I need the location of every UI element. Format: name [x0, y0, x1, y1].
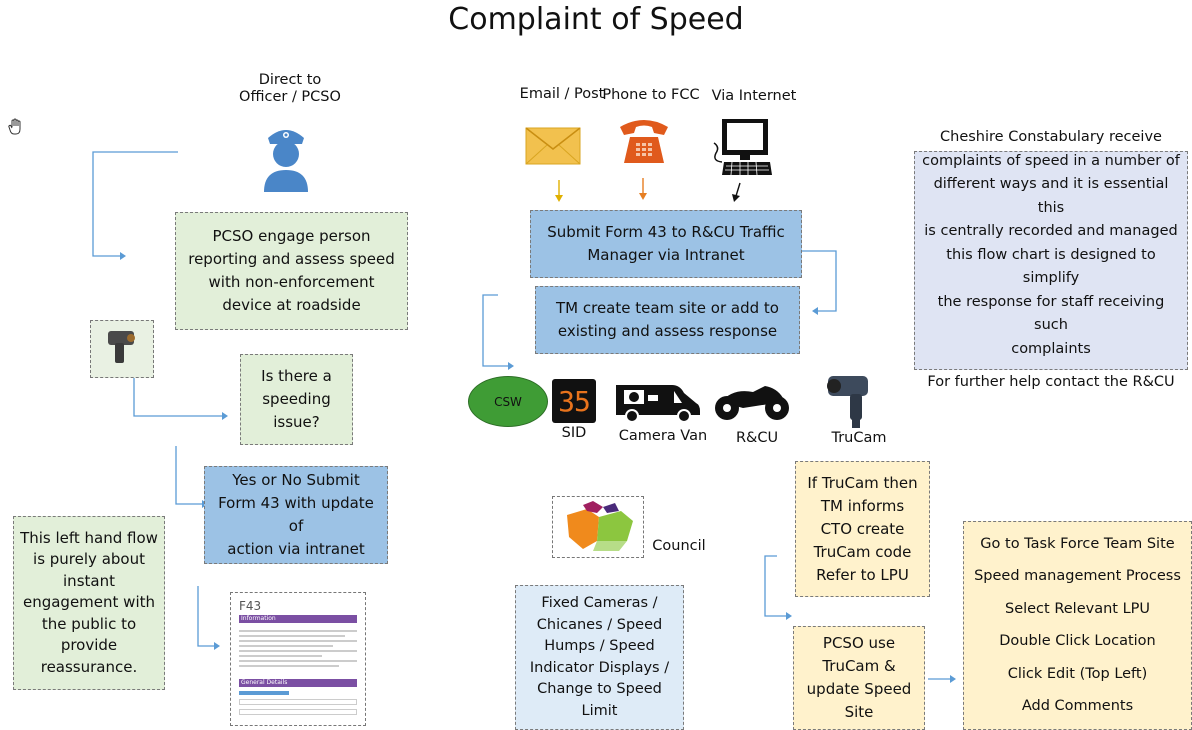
info-help-line: For further help contact the R&CU — [927, 374, 1175, 391]
info-line: this flow chart is designed to simplify — [946, 246, 1156, 287]
submit-form-43-box: Submit Form 43 to R&CU Traffic Manager v… — [530, 210, 802, 278]
direct-line-2: Officer / PCSO — [239, 89, 341, 106]
speeding-line: speeding — [262, 390, 331, 408]
trucam-process-box: If TruCam then TM informs CTO create Tru… — [795, 461, 930, 597]
trucam-line: TM informs — [820, 496, 905, 515]
form-field — [239, 699, 357, 705]
direct-channel-label: Direct to Officer / PCSO — [222, 72, 358, 107]
fixed-line: Limit — [581, 702, 618, 719]
council-label: Council — [652, 538, 706, 554]
info-line: complaints — [1011, 340, 1091, 357]
pcso-trucam-line: update Speed — [806, 680, 912, 698]
csw-ellipse: CSW — [468, 376, 548, 427]
note-line: reassurance. — [40, 657, 138, 676]
trucam-icon — [822, 370, 878, 434]
form-progress — [239, 691, 289, 695]
note-line: is purely about — [33, 550, 145, 569]
camera-van-icon — [614, 381, 702, 427]
telephone-icon — [616, 117, 672, 169]
speeding-issue-box: Is there a speeding issue? — [240, 354, 353, 445]
fixed-line: Fixed Cameras / — [541, 595, 658, 611]
pcso-line: with non-enforcement — [208, 273, 375, 291]
page-title: Complaint of Speed — [448, 2, 744, 37]
step-line: Go to Task Force Team Site — [980, 535, 1175, 552]
step-line: Double Click Location — [999, 633, 1156, 650]
speed-gun-image — [90, 320, 154, 378]
pcso-trucam-line: TruCam & — [822, 657, 896, 675]
pcso-line: PCSO engage person — [212, 227, 371, 245]
speeding-line: Is there a — [261, 367, 332, 385]
note-line: the public to — [41, 614, 137, 633]
phone-fcc-label: Phone to FCC — [602, 87, 700, 103]
pcso-trucam-line: Site — [844, 703, 874, 721]
trucam-line: Refer to LPU — [816, 565, 909, 584]
csw-label: CSW — [494, 394, 522, 409]
left-flow-note: This left hand flow is purely about inst… — [13, 516, 165, 690]
note-line: engagement with — [22, 593, 156, 612]
rcu-label: R&CU — [735, 430, 779, 446]
fixed-measures-box: Fixed Cameras / Chicanes / Speed Humps /… — [515, 585, 684, 730]
form-body — [239, 627, 357, 670]
task-force-steps-box: Go to Task Force Team Site Speed managem… — [963, 521, 1192, 730]
police-officer-icon — [262, 124, 310, 196]
tm-create-site-box: TM create team site or add to existing a… — [535, 286, 800, 354]
council-map-image — [552, 496, 644, 558]
form-section-bar: General Details — [239, 679, 357, 687]
via-internet-label: Via Internet — [711, 88, 797, 104]
info-line: complaints of speed in a number of — [922, 152, 1180, 169]
yesno-line: action via intranet — [227, 540, 365, 558]
trucam-line: TruCam code — [813, 542, 912, 561]
pcso-trucam-line: PCSO use — [822, 634, 896, 652]
note-line: provide — [60, 636, 118, 655]
trucam-line: If TruCam then — [807, 473, 918, 492]
info-line: Cheshire Constabulary receive — [940, 129, 1162, 146]
sid-label: SID — [561, 425, 587, 441]
step-line: Select Relevant LPU — [1004, 600, 1151, 617]
pcso-line: device at roadside — [222, 296, 361, 314]
tm-line: TM create team site or add to — [556, 299, 779, 317]
step-line: Speed management Process — [974, 568, 1181, 585]
envelope-icon — [525, 127, 581, 169]
form-43-thumbnail: F43 Information General Details — [230, 592, 366, 726]
trucam-line: CTO create — [820, 519, 905, 538]
fixed-line: Change to Speed — [537, 681, 662, 697]
fixed-line: Humps / Speed — [544, 638, 655, 654]
motorcycle-icon — [713, 382, 793, 426]
tm-line: existing and assess response — [557, 322, 778, 340]
camera-van-label: Camera Van — [618, 428, 708, 444]
info-line: is centrally recorded and managed — [924, 223, 1178, 240]
fixed-line: Indicator Displays / — [529, 659, 670, 676]
sid-display-icon: 35 — [552, 379, 596, 423]
yesno-line: Form 43 with update of — [218, 494, 374, 535]
step-line: Add Comments — [1021, 698, 1134, 715]
form-heading: F43 — [239, 599, 262, 613]
info-line: the response for staff receiving such — [937, 293, 1165, 334]
pcso-line: reporting and assess speed — [188, 250, 395, 268]
form-field — [239, 709, 357, 715]
yes-no-submit-box: Yes or No Submit Form 43 with update of … — [204, 466, 388, 564]
note-line: This left hand flow — [20, 528, 158, 547]
form-bar: Information — [239, 615, 357, 623]
computer-icon — [710, 117, 772, 183]
yesno-line: Yes or No Submit — [232, 471, 360, 489]
info-line: different ways and it is essential this — [933, 176, 1169, 216]
fixed-line: Chicanes / Speed — [536, 616, 663, 633]
direct-line-1: Direct to — [258, 72, 322, 88]
trucam-label: TruCam — [831, 430, 887, 446]
pcso-use-trucam-box: PCSO use TruCam & update Speed Site — [793, 626, 925, 730]
hand-cursor-icon — [8, 118, 24, 140]
pcso-engage-box: PCSO engage person reporting and assess … — [175, 212, 408, 330]
sid-digits: 35 — [558, 384, 591, 418]
submit-line: Submit Form 43 to R&CU Traffic — [547, 223, 785, 241]
submit-line: Manager via Intranet — [587, 246, 745, 264]
note-line: instant — [63, 571, 115, 590]
email-post-label: Email / Post — [519, 86, 605, 102]
step-line: Click Edit (Top Left) — [1007, 665, 1148, 682]
speeding-line: issue? — [273, 413, 320, 431]
info-note-box: Cheshire Constabulary receive complaints… — [914, 129, 1188, 390]
